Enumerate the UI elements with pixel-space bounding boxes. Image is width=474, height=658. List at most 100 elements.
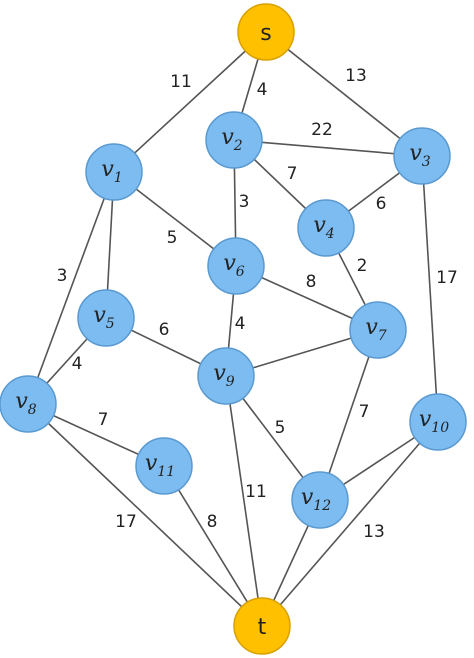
edge-v10-t — [261, 421, 439, 627]
node-circle-v10 — [409, 393, 467, 451]
node-label-main-v5: v — [93, 303, 106, 328]
node-label-main-v2: v — [221, 125, 234, 150]
edge-v3-v10 — [421, 155, 439, 423]
node-v12: v12 — [291, 471, 349, 529]
node-label-v4: v4 — [313, 213, 334, 242]
node-t: t — [233, 597, 291, 655]
node-label-v12: v12 — [301, 485, 331, 514]
edge-v1-v8 — [27, 171, 115, 405]
node-label-v5: v5 — [93, 303, 114, 332]
node-label-v10: v10 — [419, 407, 449, 436]
node-label-main-v8: v — [15, 389, 28, 414]
node-circle-v11 — [135, 437, 193, 495]
node-v2: v2 — [205, 111, 263, 169]
edge-v9-t — [225, 375, 263, 627]
node-label-main-v12: v — [301, 485, 314, 510]
edge-weight-v2-v4: 7 — [287, 164, 298, 184]
node-circle-v5 — [77, 289, 135, 347]
node-label-sub-v11: 11 — [157, 464, 175, 480]
node-label-sub-v6: 6 — [236, 264, 245, 280]
node-v3: v3 — [393, 127, 451, 185]
node-v1: v1 — [85, 143, 143, 201]
node-circle-v4 — [297, 199, 355, 257]
node-label-main-v11: v — [145, 451, 158, 476]
node-s: s — [237, 3, 295, 61]
node-label-sub-v1: 1 — [114, 170, 123, 186]
node-circle-v7 — [349, 301, 407, 359]
node-v5: v5 — [77, 289, 135, 347]
node-v9: v9 — [197, 347, 255, 405]
edge-v8-t — [27, 403, 263, 627]
node-label-v11: v11 — [145, 451, 175, 480]
node-label-main-v6: v — [223, 251, 236, 276]
node-label-t: t — [258, 615, 267, 640]
node-circle-v8 — [0, 375, 57, 433]
edge-weight-v1-v8: 3 — [57, 266, 68, 286]
edge-weight-v8-v11: 7 — [98, 410, 109, 430]
edge-weight-v4-v7: 2 — [357, 256, 368, 276]
node-label-sub-v4: 4 — [325, 226, 335, 242]
node-label-v7: v7 — [365, 315, 386, 344]
node-v11: v11 — [135, 437, 193, 495]
node-label-sub-v5: 5 — [106, 316, 115, 332]
edge-weight-v7-v12: 7 — [359, 402, 370, 422]
node-circle-v6 — [207, 237, 265, 295]
node-label-main-v7: v — [365, 315, 378, 340]
edge-v2-v3 — [233, 139, 423, 157]
node-label-sub-v9: 9 — [226, 374, 235, 390]
node-label-sub-v2: 2 — [233, 138, 243, 154]
edge-weight-v1-v6: 5 — [167, 228, 178, 248]
node-circle-v2 — [205, 111, 263, 169]
node-label-v8: v8 — [15, 389, 36, 418]
edge-v7-v12 — [319, 329, 379, 501]
node-label-main-v1: v — [101, 157, 114, 182]
node-circle-v12 — [291, 471, 349, 529]
node-label-sub-v3: 3 — [422, 154, 431, 170]
edge-s-v3 — [265, 31, 423, 157]
node-v10: v10 — [409, 393, 467, 451]
edge-weight-s-v1: 11 — [170, 72, 192, 92]
edge-weight-v6-v7: 8 — [306, 272, 317, 292]
node-circle-t — [233, 597, 291, 655]
edge-weight-v10-t: 13 — [363, 522, 385, 542]
edge-weight-v9-v12: 5 — [275, 418, 286, 438]
edge-weight-v4-v3: 6 — [376, 194, 387, 214]
node-v8: v8 — [0, 375, 57, 433]
node-circle-v1 — [85, 143, 143, 201]
edge-weight-s-v2: 4 — [257, 80, 268, 100]
node-v6: v6 — [207, 237, 265, 295]
edge-weight-v3-v10: 17 — [436, 268, 458, 288]
node-label-sub-v7: 7 — [378, 328, 387, 344]
edge-weight-v2-v6: 3 — [239, 192, 250, 212]
edge-weight-v11-t: 8 — [207, 512, 218, 532]
node-label-main-v10: v — [419, 407, 432, 432]
node-label-v1: v1 — [101, 157, 122, 186]
edge-weight-v6-v9: 4 — [235, 314, 246, 334]
edge-weight-v8-t: 17 — [115, 512, 137, 532]
node-label-s: s — [260, 21, 271, 46]
node-label-v3: v3 — [409, 141, 430, 170]
node-label-main-v4: v — [313, 213, 326, 238]
node-label-main-v9: v — [213, 361, 226, 386]
edge-weight-v5-v8: 4 — [72, 354, 83, 374]
edge-weight-v2-v3: 22 — [311, 120, 333, 140]
edge-weight-s-v3: 13 — [345, 66, 367, 86]
node-circle-s — [237, 3, 295, 61]
node-label-v9: v9 — [213, 361, 234, 390]
edge-weight-v5-v9: 6 — [159, 320, 170, 340]
node-circle-v3 — [393, 127, 451, 185]
edge-v11-t — [163, 465, 263, 627]
node-label-main-v3: v — [409, 141, 422, 166]
node-label-v2: v2 — [221, 125, 242, 154]
node-label-sub-v12: 12 — [313, 498, 331, 514]
node-circle-v9 — [197, 347, 255, 405]
node-label-sub-v8: 8 — [28, 402, 37, 418]
node-label-sub-v10: 10 — [431, 420, 449, 436]
edge-weight-v9-t: 11 — [245, 482, 267, 502]
node-label-v6: v6 — [223, 251, 244, 280]
node-v4: v4 — [297, 199, 355, 257]
node-v7: v7 — [349, 301, 407, 359]
